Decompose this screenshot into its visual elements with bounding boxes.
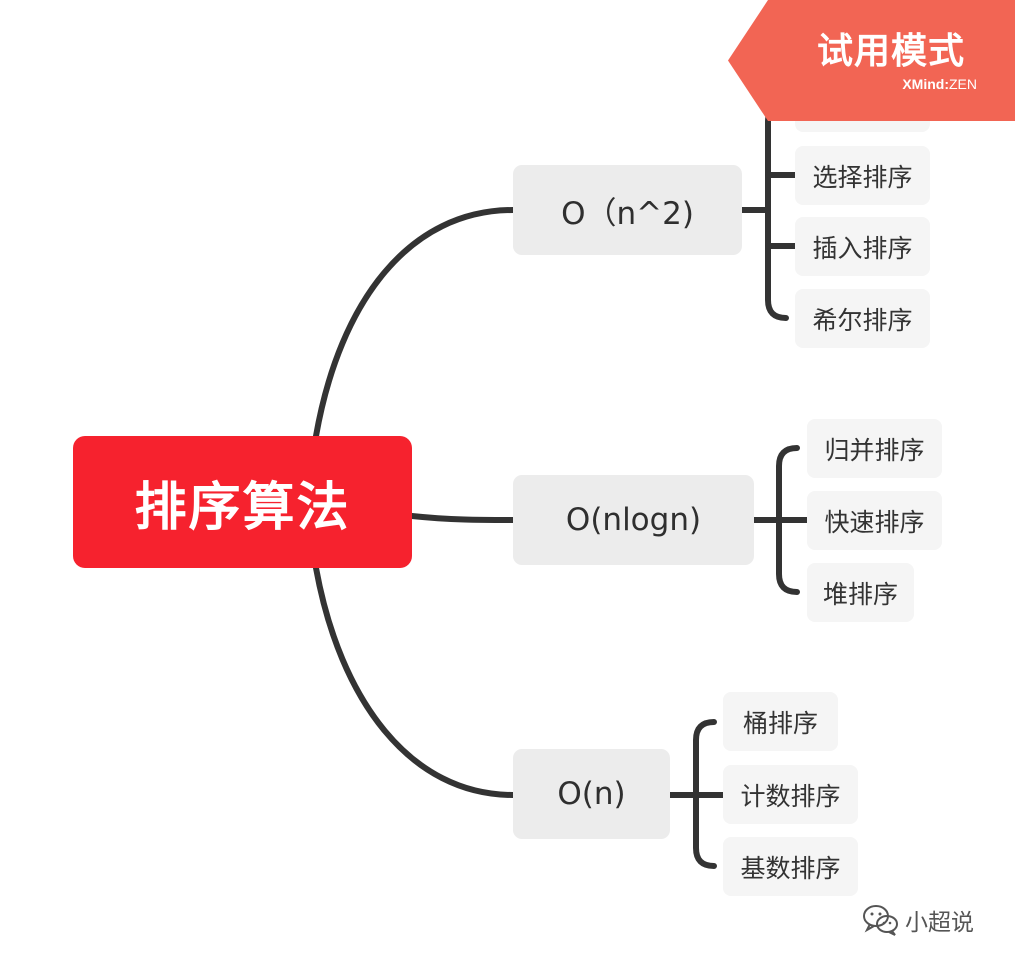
leaf-topic-heap-sort[interactable]: 堆排序 <box>807 563 914 622</box>
leaf-topic-selection-sort[interactable]: 选择排序 <box>795 146 930 205</box>
watermark-label: 小超说 <box>905 910 974 936</box>
brand-separator: : <box>944 76 949 92</box>
connector-root-branch-3 <box>313 565 516 798</box>
wechat-icon <box>863 905 898 936</box>
leaf-topic-counting-sort[interactable]: 计数排序 <box>723 765 858 824</box>
connector-root-branch-1 <box>313 207 516 439</box>
brand-light: ZEN <box>949 76 977 92</box>
brand-bold: XMind <box>902 76 945 92</box>
root-topic[interactable]: 排序算法 <box>73 436 412 568</box>
xmind-zen-brand: XMind:ZEN <box>902 76 977 92</box>
leaf-topic-quick-sort[interactable]: 快速排序 <box>807 491 942 550</box>
branch-topic-o-n[interactable]: O(n) <box>513 749 670 839</box>
wechat-watermark: 小超说 <box>861 903 974 937</box>
trial-mode-banner[interactable]: 试用模式 XMind:ZEN <box>728 0 1015 121</box>
leaf-topic-bucket-sort[interactable]: 桶排序 <box>723 692 838 751</box>
branch-topic-o-nlogn[interactable]: O(nlogn) <box>513 475 754 565</box>
connector-branch-1-spine <box>765 100 789 321</box>
leaf-topic-merge-sort[interactable]: 归并排序 <box>807 419 942 478</box>
connector-root-branch-2 <box>409 513 516 523</box>
trial-mode-title: 试用模式 <box>817 31 966 72</box>
leaf-topic-insertion-sort[interactable]: 插入排序 <box>795 217 930 276</box>
branch-topic-o-n-squared[interactable]: O（n^2) <box>513 165 742 255</box>
leaf-topic-shell-sort[interactable]: 希尔排序 <box>795 289 930 348</box>
leaf-topic-radix-sort[interactable]: 基数排序 <box>723 837 858 896</box>
